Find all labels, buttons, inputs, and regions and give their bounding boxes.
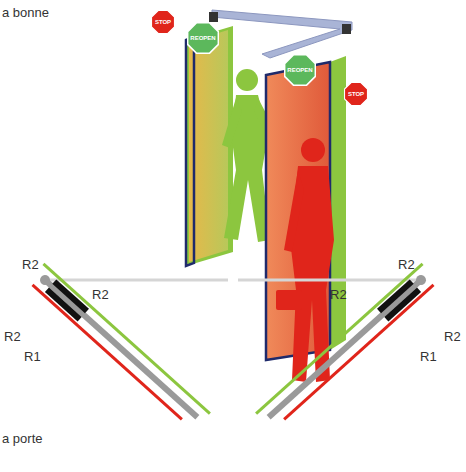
right-door-field [330,56,346,350]
sensor-zone-label: R2 [398,258,415,271]
sensor-zone-label: R2 [22,258,39,271]
text-fragment: a bonne [2,6,49,19]
sign-text: REOPEN [284,67,316,73]
sign-text: STOP [344,91,368,97]
lintel-line [238,279,421,282]
person [276,138,334,382]
sensor-zone-label: R1 [420,350,437,363]
right-leaf-plan [256,264,438,431]
sensor [342,24,351,34]
sign-text: REOPEN [187,35,219,41]
text-fragment: a porte [2,432,42,445]
sensor [209,12,218,22]
sign-octagon: REOPEN [284,54,316,86]
sign-octagon: REOPEN [187,22,219,54]
left-door-frame [186,37,194,266]
sensor-zone-label: R2 [4,330,21,343]
sensor-zone-label: R2 [330,288,347,301]
sensor-zone-label: R2 [92,288,109,301]
lintel-line [45,279,228,282]
sensor-zone-label: R1 [24,350,41,363]
left-leaf-plan [28,264,210,431]
sensor-zone-label: R2 [444,330,461,343]
sign-octagon: STOP [151,10,175,34]
sign-text: STOP [151,19,175,25]
sign-octagon: STOP [344,82,368,106]
